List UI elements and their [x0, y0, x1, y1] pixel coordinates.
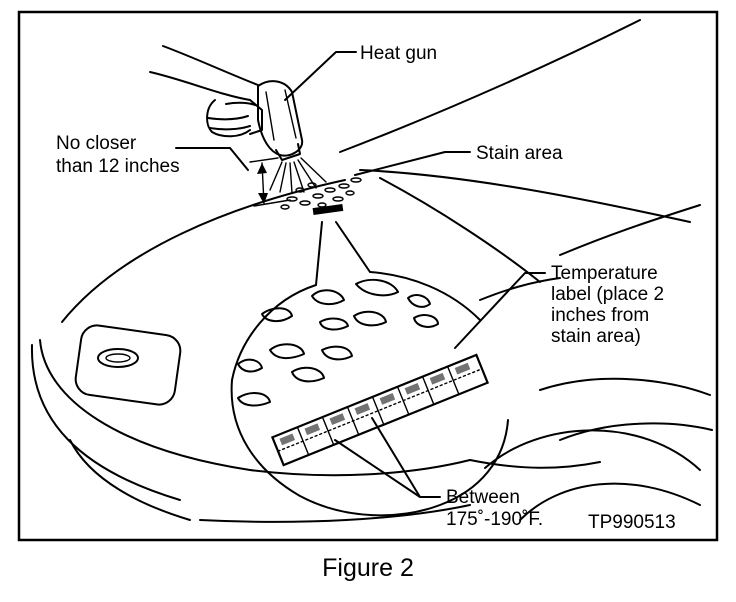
figure-border — [17, 10, 719, 542]
small-temperature-label — [312, 203, 344, 216]
car-illustration — [30, 19, 713, 523]
grille — [74, 324, 182, 406]
distance-label-line2: than 12 inches — [56, 156, 180, 177]
temperature-label-line3: inches from — [551, 305, 649, 326]
heat-gun-label: Heat gun — [360, 43, 437, 64]
figure-caption: Figure 2 — [322, 554, 414, 582]
temperature-label-strip — [270, 353, 490, 467]
between-label-line1: Between — [446, 487, 520, 508]
temperature-label-line2: label (place 2 — [551, 284, 664, 305]
between-label-line2: 175˚-190˚F. — [446, 509, 543, 530]
distance-dimension — [249, 157, 291, 207]
magnified-view — [230, 221, 509, 517]
stain-area-label: Stain area — [476, 143, 563, 164]
distance-label-line1: No closer — [56, 133, 137, 154]
temperature-label-line1: Temperature — [551, 263, 658, 284]
heat-gun-illustration — [149, 45, 304, 161]
figure-code: TP990513 — [588, 512, 676, 533]
leader-lines — [175, 51, 546, 498]
grille-emblem — [97, 348, 139, 368]
temperature-label-line4: stain area) — [551, 326, 641, 347]
